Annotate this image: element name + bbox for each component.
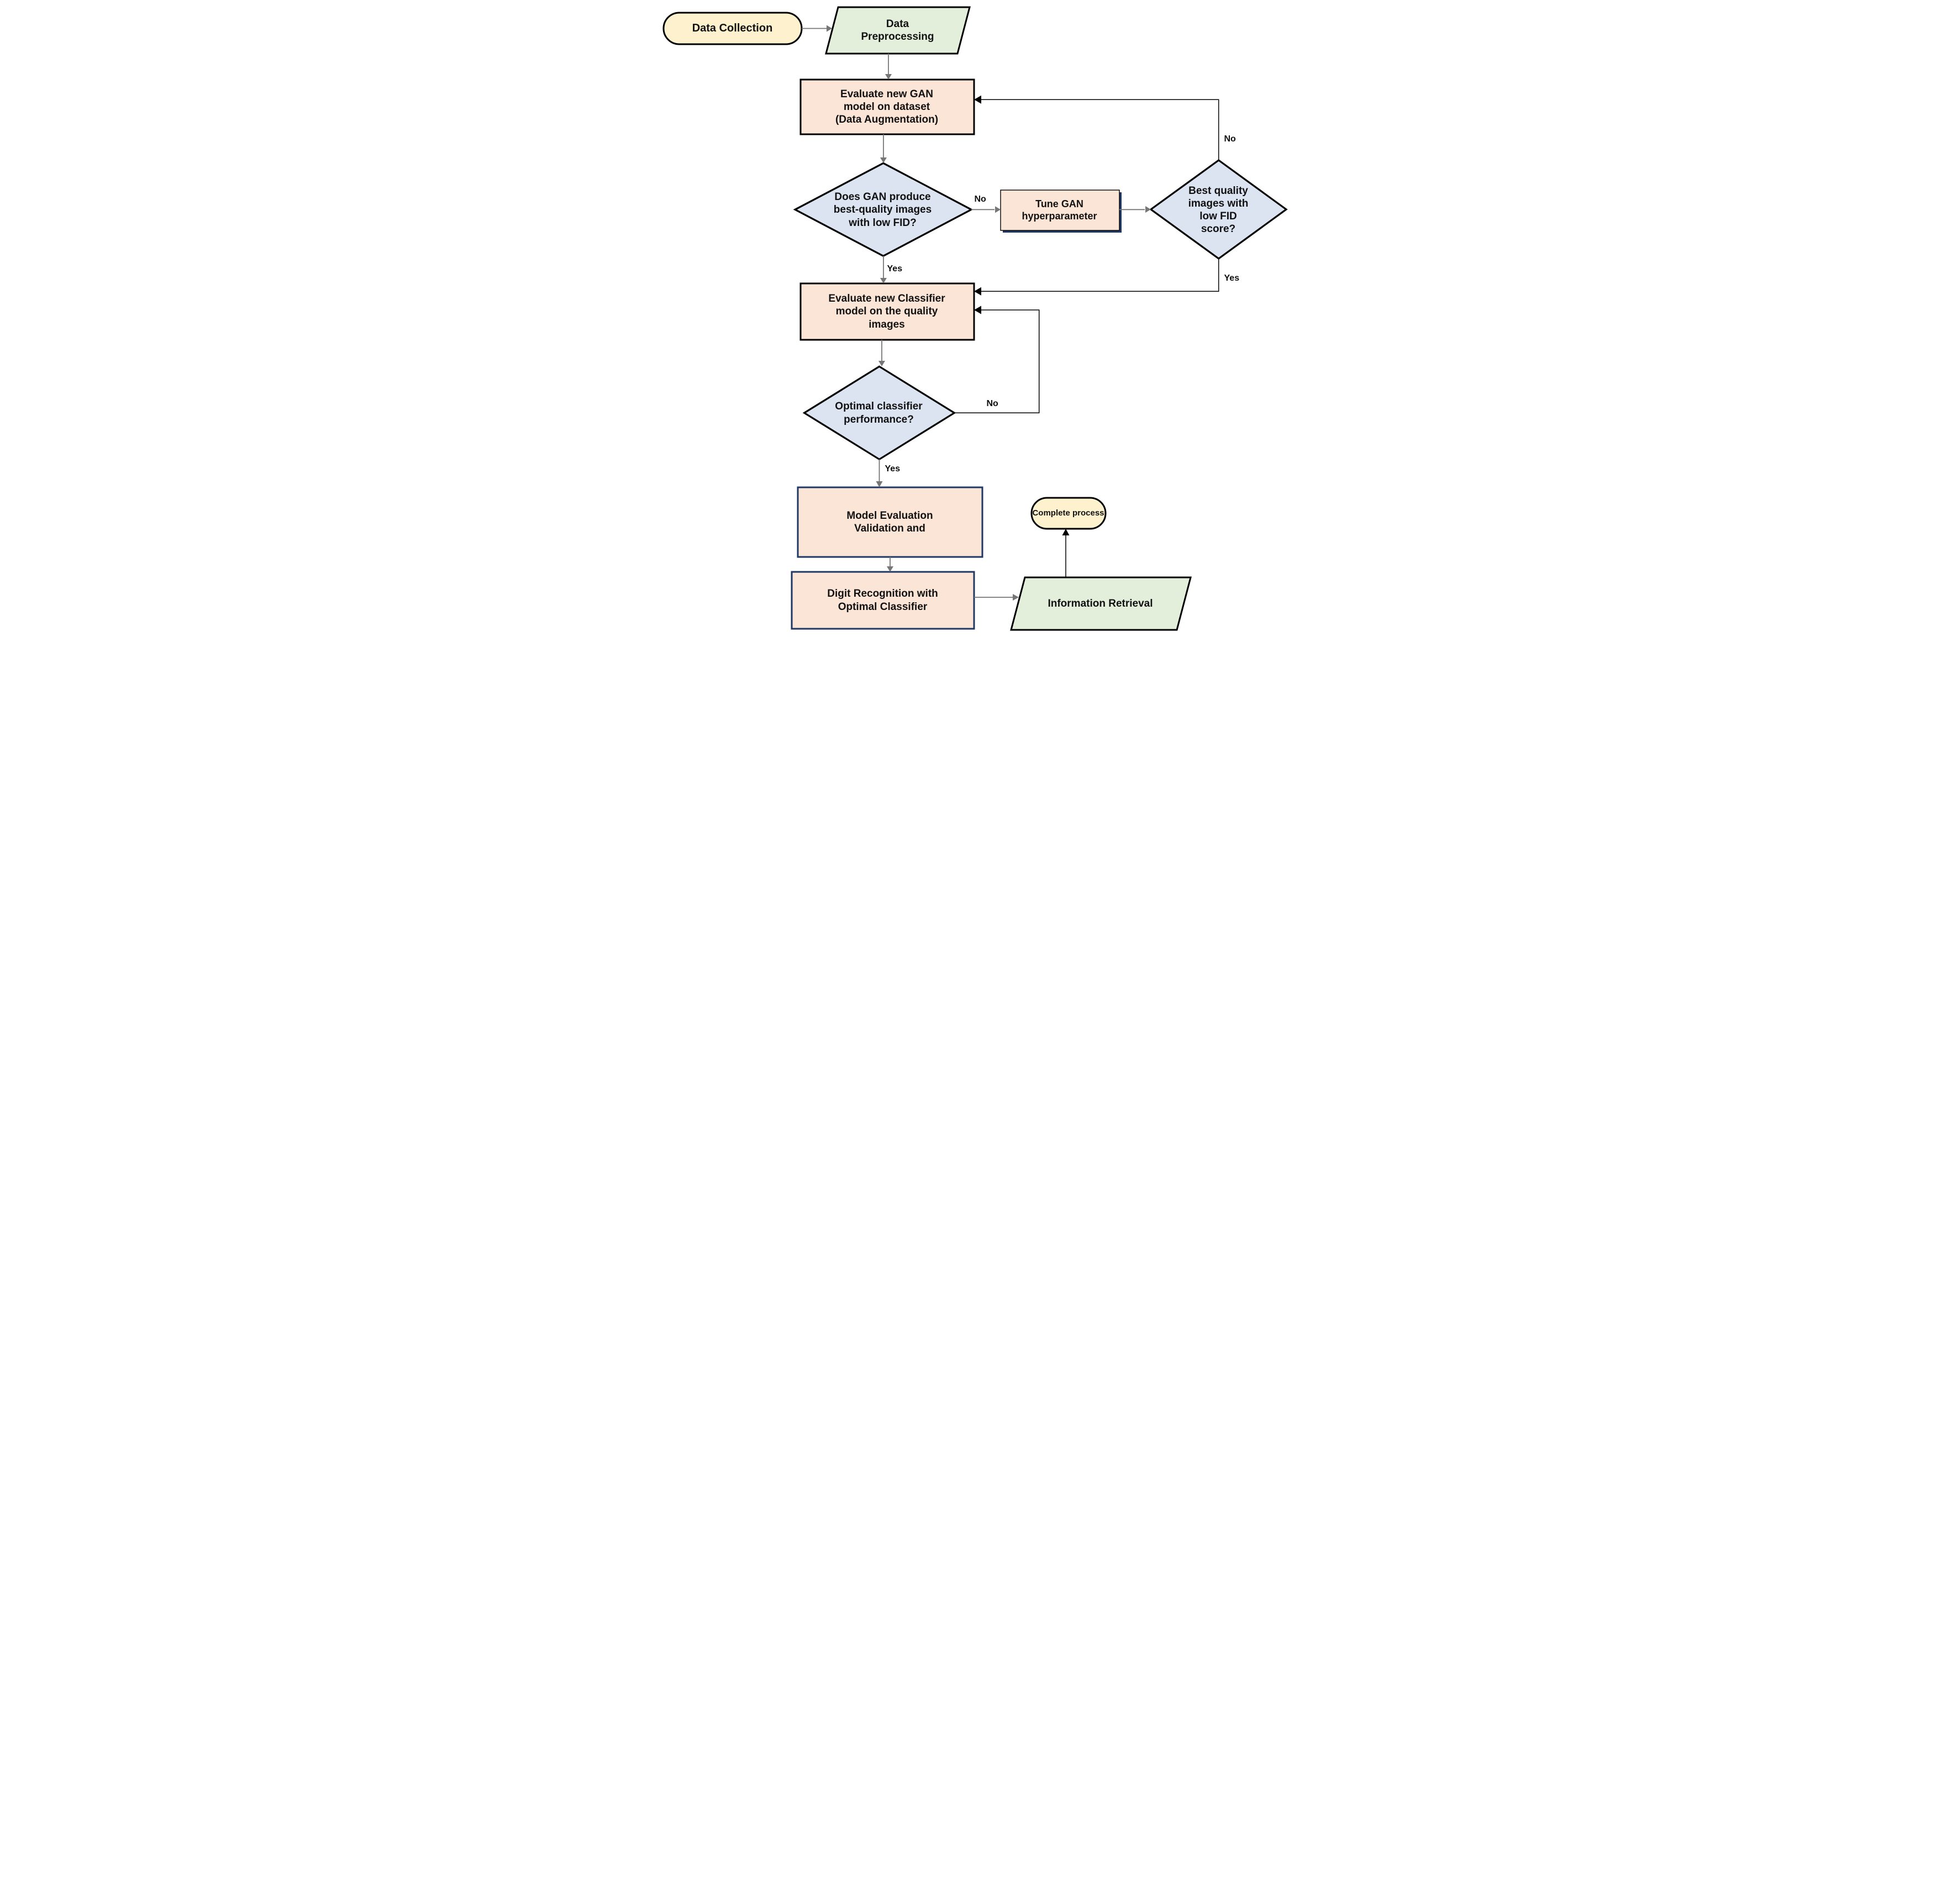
edge-information-retrieval-to-complete-process: [1062, 529, 1069, 577]
model-evaluation-process-shape: [797, 486, 983, 558]
fid-decision-no-label: No: [1224, 134, 1236, 144]
evaluate-classifier-label: Evaluate new Classifier model on the qua…: [828, 293, 945, 330]
flowchart-shapes-layer: [662, 6, 1288, 631]
classifier-decision-label: Optimal classifier performance?: [835, 401, 923, 425]
evaluate-classifier-process-shape: [799, 282, 975, 341]
edge-classifier-decision-no-to-evaluate-classifier: [954, 306, 1039, 414]
classifier-decision-no-label: No: [986, 399, 998, 408]
edge-fid-decision-no-to-evaluate-gan: [974, 95, 1219, 160]
information-retrieval-parallelogram-shape: [1009, 576, 1192, 631]
edge-collection-to-preprocessing: [801, 25, 832, 32]
classifier-decision-yes-label: Yes: [885, 464, 901, 474]
edge-gan-decision-no-to-tune-gan: [971, 206, 1001, 213]
evaluate-gan-label: Evaluate new GAN model on dataset (Data …: [835, 88, 939, 126]
edge-fid-decision-yes-to-evaluate-classifier: [974, 259, 1219, 296]
model-evaluation-label: Model Evaluation Validation and: [846, 509, 933, 534]
edge-tune-gan-to-fid-decision: [1119, 206, 1151, 213]
data-preprocessing-parallelogram-shape: [824, 6, 971, 55]
tune-gan-process-shape: [999, 190, 1120, 231]
complete-process-label: Complete process: [1032, 508, 1104, 518]
edge-preprocessing-to-evaluate-gan: [885, 54, 892, 80]
digit-recognition-label: Digit Recognition with Optimal Classifie…: [827, 588, 938, 613]
edge-model-evaluation-to-digit-recognition: [886, 557, 893, 572]
gan-decision-no-label: No: [974, 194, 986, 204]
gan-decision-yes-label: Yes: [887, 264, 903, 273]
digit-recognition-process-shape: [791, 571, 975, 630]
edge-classifier-decision-yes-to-model-evaluation: [876, 459, 882, 487]
data-collection-label: Data Collection: [692, 22, 773, 35]
edge-digit-recognition-to-information-retrieval: [974, 594, 1019, 601]
fid-decision-yes-label: Yes: [1224, 273, 1240, 283]
edge-evaluate-classifier-to-classifier-decision: [878, 340, 885, 366]
edge-evaluate-gan-to-gan-decision: [880, 134, 887, 163]
tune-gan-label: Tune GAN hyperparameter: [1022, 198, 1097, 222]
flowchart-canvas: Data Collection Data Preprocessing Evalu…: [650, 0, 1302, 635]
evaluate-gan-process-shape: [799, 78, 975, 135]
gan-quality-decision-label: Does GAN produce best-quality images wit…: [833, 191, 932, 229]
information-retrieval-label: Information Retrieval: [1048, 597, 1153, 609]
edge-gan-decision-yes-to-evaluate-classifier: [880, 256, 887, 283]
data-preprocessing-label: Data Preprocessing: [861, 18, 934, 43]
fid-score-decision-label: Best quality images with low FID score?: [1188, 185, 1249, 235]
complete-process-terminator-shape: [1030, 497, 1106, 530]
